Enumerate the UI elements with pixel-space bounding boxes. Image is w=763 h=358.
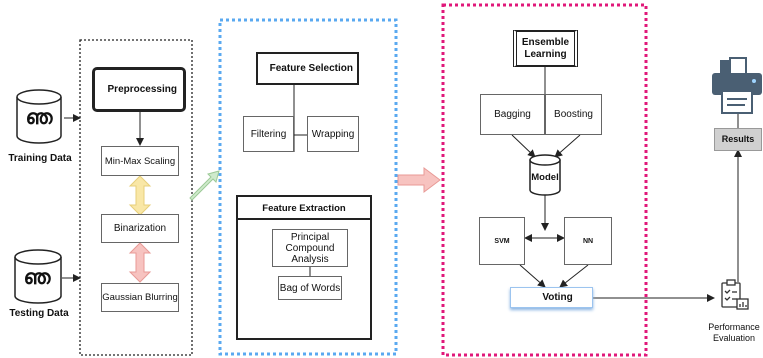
bag-of-words-box: Bag of Words bbox=[278, 276, 342, 300]
nn-box: NN bbox=[564, 217, 612, 265]
testing-database-glyph: ഞ bbox=[23, 267, 51, 289]
gaussian-blurring-box: Gaussian Blurring bbox=[101, 283, 179, 312]
performance-evaluation-label: Performance Evaluation bbox=[708, 322, 760, 343]
preprocessing-box: Preprocessing bbox=[92, 67, 186, 112]
voting-label: Voting bbox=[542, 292, 573, 303]
ensemble-learning-box: Ensemble Learning bbox=[513, 30, 578, 67]
block-arrow-pink bbox=[397, 167, 441, 193]
binarization-box: Binarization bbox=[101, 214, 179, 243]
testing-database-icon bbox=[14, 249, 62, 304]
testing-data-label: Testing Data bbox=[9, 308, 69, 319]
feature-extraction-title: Feature Extraction bbox=[262, 203, 346, 214]
preprocessing-title: Preprocessing bbox=[107, 84, 177, 95]
model-label: Model bbox=[531, 172, 559, 183]
feature-extraction-frame bbox=[236, 195, 372, 340]
block-arrow-green bbox=[189, 170, 220, 201]
filtering-box: Filtering bbox=[243, 116, 294, 152]
printer-icon bbox=[712, 57, 762, 114]
results-box: Results bbox=[714, 128, 762, 151]
training-database-icon bbox=[16, 89, 62, 144]
checklist-icon bbox=[721, 279, 749, 310]
pca-box: Principal Compound Analysis bbox=[272, 229, 348, 267]
ensemble-panel bbox=[441, 3, 648, 357]
wrapping-box: Wrapping bbox=[307, 116, 359, 152]
boosting-box: Boosting bbox=[545, 94, 602, 135]
double-arrow-pink bbox=[128, 242, 152, 283]
features-panel bbox=[218, 18, 398, 356]
voting-box: Voting bbox=[510, 287, 593, 308]
feature-selection-title: Feature Selection bbox=[269, 63, 353, 74]
model-cylinder-icon bbox=[529, 154, 561, 196]
min-max-scaling-box: Min-Max Scaling bbox=[101, 146, 179, 176]
training-data-label: Training Data bbox=[8, 153, 72, 164]
training-database-glyph: ഞ bbox=[25, 107, 53, 129]
bagging-box: Bagging bbox=[480, 94, 545, 135]
feature-selection-box: Feature Selection bbox=[256, 52, 359, 85]
svm-box: SVM bbox=[479, 217, 525, 265]
double-arrow-yellow bbox=[128, 175, 152, 216]
